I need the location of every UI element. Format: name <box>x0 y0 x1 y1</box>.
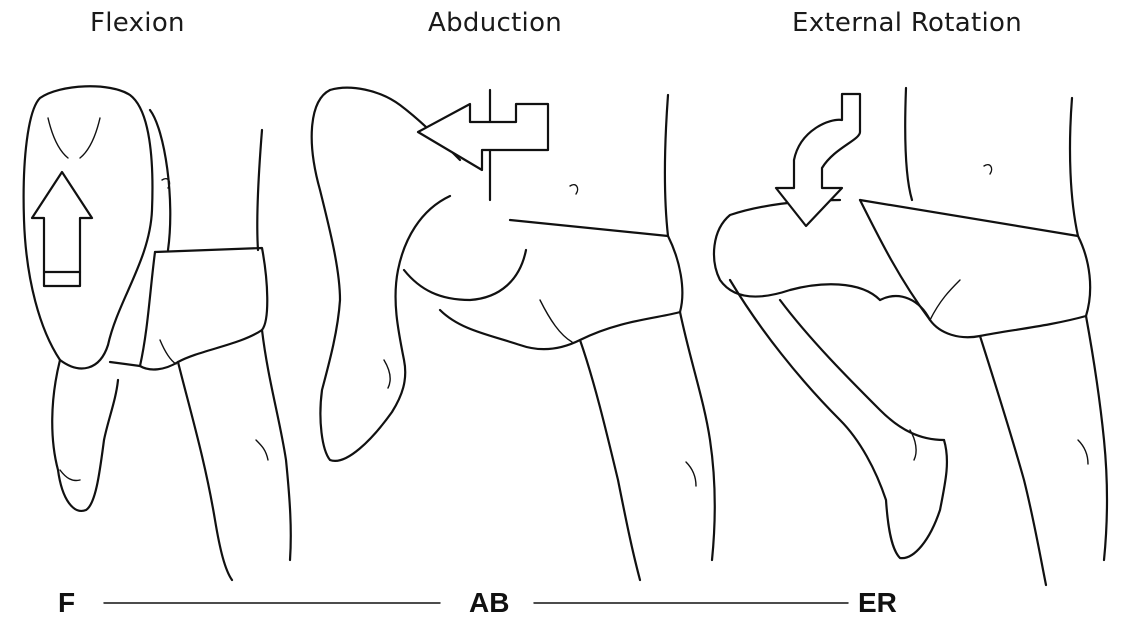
external-rotation-figure <box>714 88 1107 585</box>
flexion-figure <box>24 86 291 580</box>
flexion-arrow-icon <box>32 172 92 286</box>
abbr-abduction: AB <box>469 587 509 619</box>
abbr-flexion: F <box>58 587 75 619</box>
abbr-external-rotation: ER <box>858 587 897 619</box>
external-rotation-arrow-icon <box>776 94 860 226</box>
abduction-arrow-icon <box>418 104 548 170</box>
abduction-figure <box>312 88 715 580</box>
